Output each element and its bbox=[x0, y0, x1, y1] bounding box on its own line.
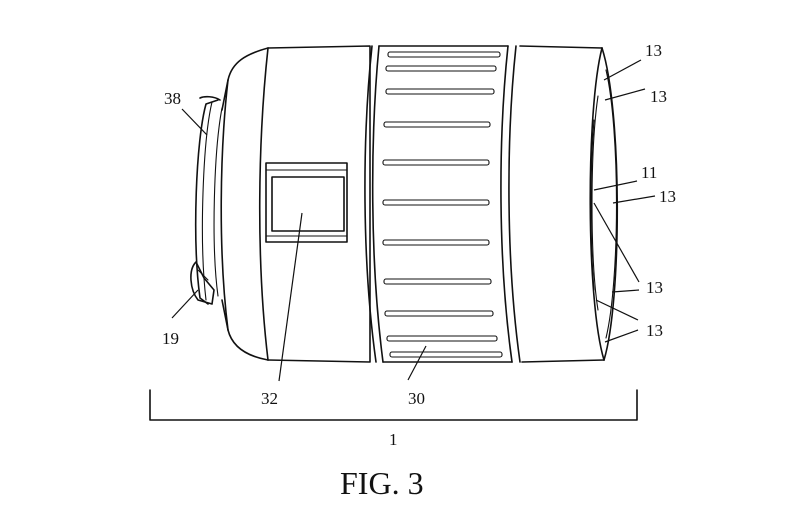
display-window bbox=[265, 162, 348, 243]
label-latch: 19 bbox=[162, 329, 179, 348]
figure-caption: FIG. 3 bbox=[340, 465, 424, 501]
label-rim-mark-2: 13 bbox=[650, 87, 667, 106]
rear-barrel bbox=[220, 45, 371, 363]
front-element bbox=[589, 47, 619, 361]
label-rim-mark-5: 13 bbox=[646, 321, 663, 340]
mount-latch bbox=[190, 261, 215, 305]
label-ring: 30 bbox=[408, 389, 425, 408]
label-rim-mark-1: 13 bbox=[645, 41, 662, 60]
label-rim-mark-3: 13 bbox=[659, 187, 676, 206]
assembly-bracket bbox=[149, 389, 638, 421]
label-front-element: 11 bbox=[641, 163, 657, 182]
grip-ridges bbox=[382, 51, 503, 358]
label-assembly: 1 bbox=[389, 430, 398, 449]
front-barrel bbox=[519, 45, 605, 363]
leader-lines bbox=[171, 59, 656, 382]
label-flange: 38 bbox=[164, 89, 181, 108]
label-window: 32 bbox=[261, 389, 278, 408]
control-ring bbox=[364, 45, 521, 363]
label-rim-mark-4: 13 bbox=[646, 278, 663, 297]
